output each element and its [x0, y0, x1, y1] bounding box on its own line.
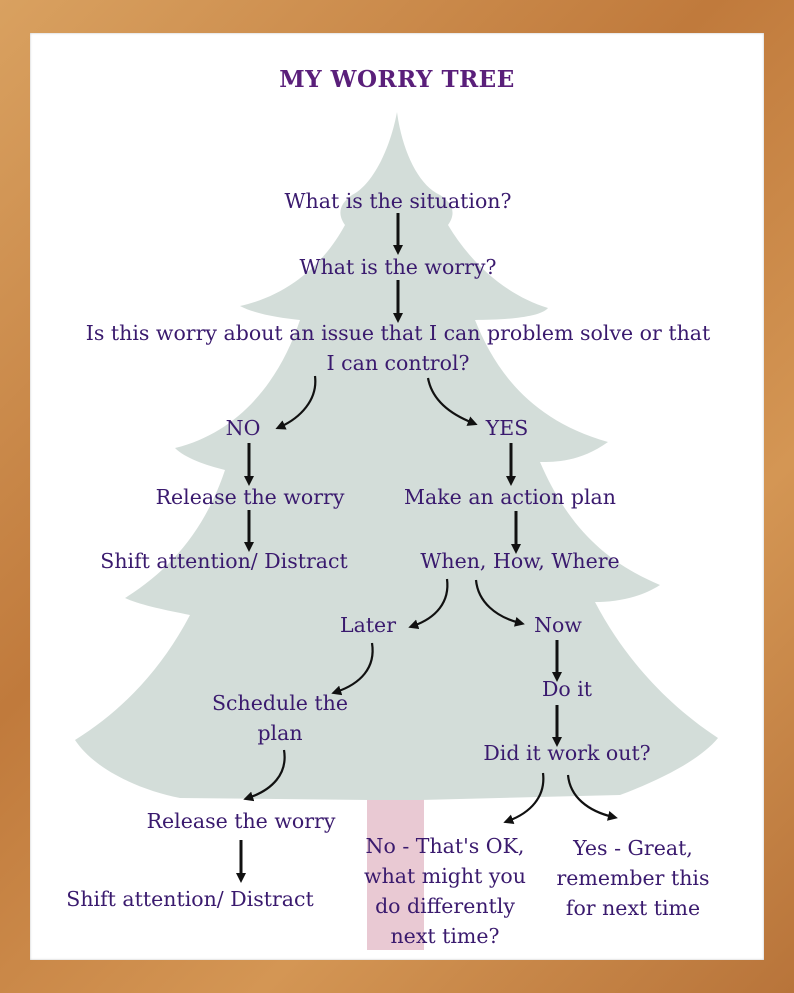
node-yes-outcome-line1: Yes - Great, [573, 836, 693, 860]
node-no-outcome-line3: do differently [375, 894, 515, 918]
node-shift-2: Shift attention/ Distract [66, 887, 314, 911]
node-situation: What is the situation? [284, 189, 512, 213]
node-release-2: Release the worry [146, 809, 336, 833]
node-when-how-where: When, How, Where [420, 549, 620, 573]
arrow-didit-to-yes [566, 774, 618, 821]
node-yes-outcome-line3: for next time [565, 896, 701, 920]
node-yes: YES [485, 416, 529, 440]
node-question-line1: Is this worry about an issue that I can … [85, 321, 711, 345]
node-schedule-line1: Schedule the [212, 691, 348, 715]
node-question-line2: I can control? [326, 351, 470, 375]
page-title: MY WORRY TREE [279, 66, 515, 93]
arrow-plan-to-release [243, 749, 286, 802]
node-worry: What is the worry? [299, 255, 497, 279]
arrow-when-to-later [408, 578, 449, 630]
arrow-later-to-schedule [331, 642, 374, 696]
node-now: Now [534, 613, 582, 637]
node-schedule-line2: plan [257, 721, 303, 745]
tree-trunk [367, 790, 424, 950]
node-no: NO [225, 416, 261, 440]
node-release-1: Release the worry [155, 485, 345, 509]
arrow-question-to-yes [426, 377, 478, 426]
node-no-outcome-line4: next time? [390, 924, 500, 948]
node-do-it: Do it [541, 677, 593, 701]
tree-canopy [75, 112, 718, 800]
arrow-question-to-no [275, 375, 317, 430]
node-action-plan: Make an action plan [404, 485, 616, 509]
node-no-outcome-line1: No - That's OK, [365, 834, 525, 858]
arrow-when-to-now [474, 579, 525, 627]
node-later: Later [339, 613, 396, 637]
node-no-outcome-line2: what might you [364, 864, 526, 888]
arrow-didit-to-no [503, 772, 545, 824]
node-did-it-work: Did it work out? [483, 741, 651, 765]
node-shift-1: Shift attention/ Distract [100, 549, 348, 573]
node-yes-outcome-line2: remember this [556, 866, 710, 890]
